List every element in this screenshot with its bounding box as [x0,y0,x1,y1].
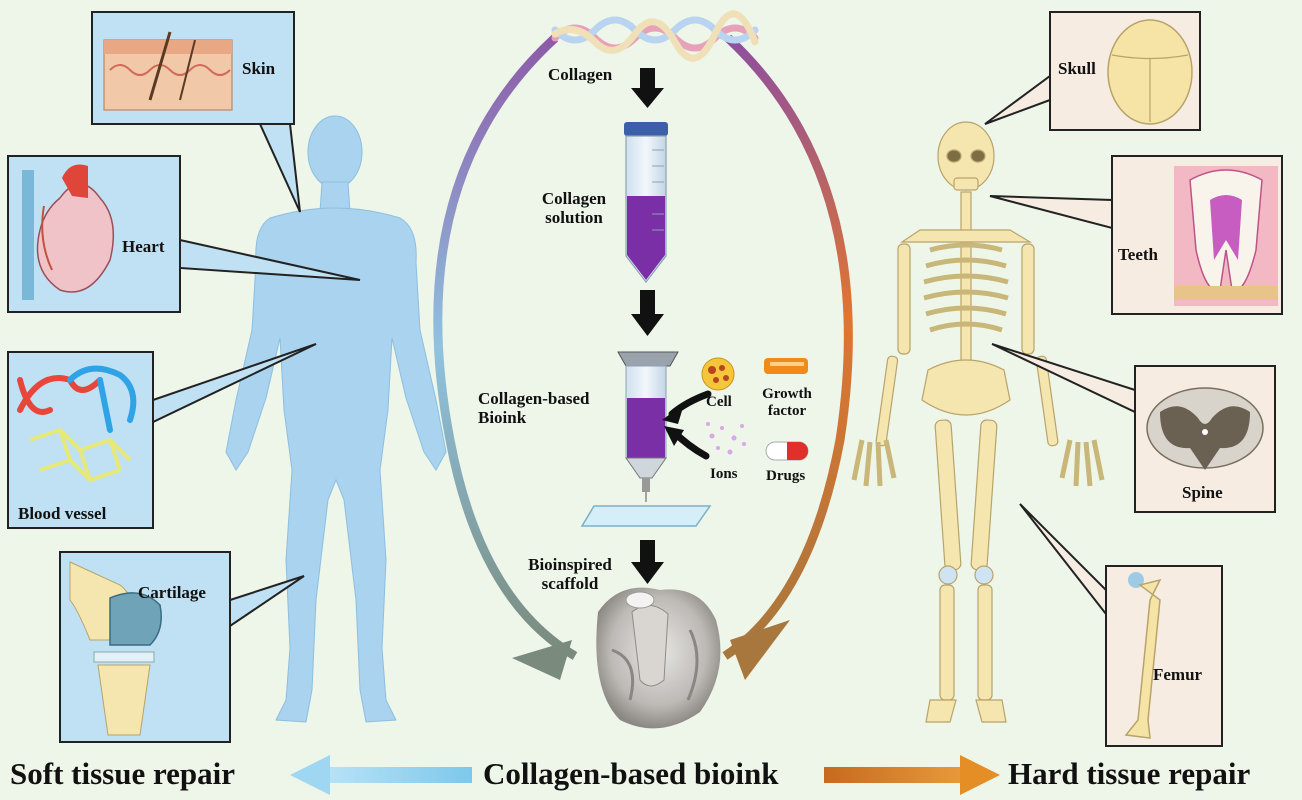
drugs-label: Drugs [766,468,806,484]
additive-arrowhead-1 [662,404,684,424]
skin-label: Skin [242,59,276,78]
ions-label: Ions [710,466,738,482]
spine-callout [991,343,1276,513]
additive-arrows [668,390,712,460]
drugs-icon [765,441,809,461]
growth-factor-line-1: Growth [762,386,812,402]
left-curved-arrow [433,34,578,680]
teeth-callout [989,155,1283,315]
ions-icon [706,422,746,455]
collagen-based-bioink-title: Collagen-based bioink [483,756,779,791]
collagen-based-bioink-label: Collagen-based Bioink [478,389,590,427]
growth-factor-icon [764,358,808,374]
bioink-line-1: Collagen-based [478,389,590,408]
growth-factor-line-2: factor [767,402,807,419]
growth-factor-label: Growth factor [756,386,818,419]
collagen-triple-helix [551,10,759,62]
soft-tissue-direction-arrow [290,755,472,795]
heart-label: Heart [122,237,165,256]
printing-substrate [580,505,712,527]
collagen-solution-tube [624,122,668,283]
cartilage-callout [59,551,305,743]
cell-label: Cell [706,394,732,410]
bioinspired-scaffold-label: Bioinspired scaffold [510,555,630,593]
hard-tissue-repair-title: Hard tissue repair [1008,756,1251,791]
teeth-label: Teeth [1118,245,1158,264]
hard-tissue-direction-arrow [824,755,1000,795]
skull-callout [984,11,1201,131]
blood-vessel-label: Blood vessel [18,504,107,523]
collagen-label: Collagen [548,65,613,84]
bioink-syringe [617,351,679,502]
collagen-solution-line-1: Collagen [541,189,607,208]
skull-label: Skull [1058,59,1096,78]
process-down-arrows [631,68,664,584]
femur-callout [1019,503,1223,747]
cell-icon [701,357,735,391]
collagen-solution-line-2: solution [545,207,603,227]
scaffold-line-1: Bioinspired [528,555,612,574]
cartilage-label: Cartilage [138,583,206,602]
collagen-solution-label: Collagen solution [524,189,624,227]
blood-vessel-callout [7,343,317,529]
femur-label: Femur [1153,665,1203,684]
skeleton-illustration [851,121,1105,723]
bioinspired-scaffold-image [596,587,721,729]
scaffold-line-2: scaffold [541,573,599,593]
right-curved-arrow [722,34,853,680]
human-body-silhouette [225,115,447,723]
additive-arrowhead-2 [664,426,684,446]
soft-tissue-repair-title: Soft tissue repair [10,756,236,791]
bioink-line-2: Bioink [478,407,527,427]
skin-callout [91,11,301,213]
spine-label: Spine [1182,483,1223,502]
heart-callout [7,155,361,313]
